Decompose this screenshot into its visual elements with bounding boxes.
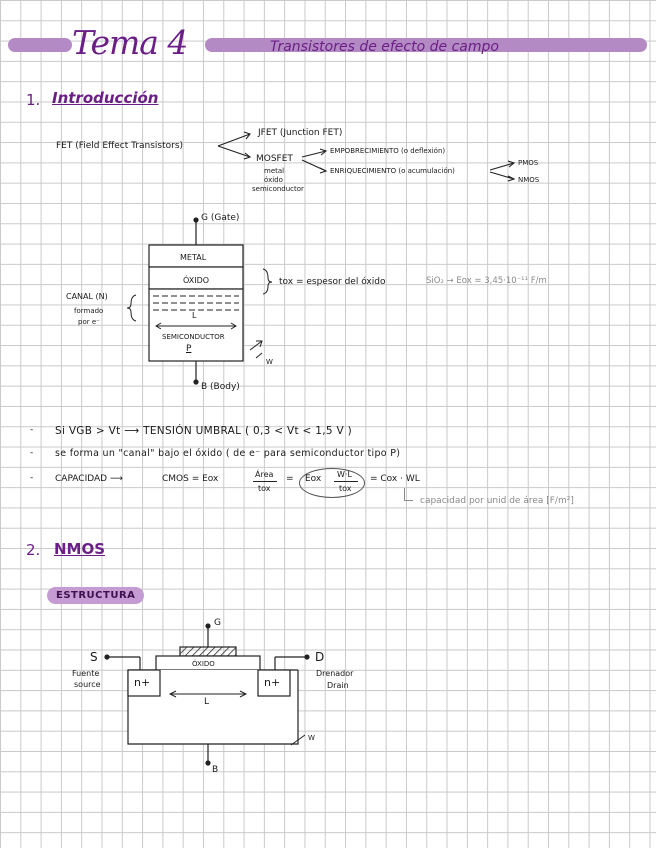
fuente-label: Fuente [72,669,100,678]
wl-denominator: tox [339,484,352,493]
capacidad-note: capacidad por unid de área [F/m²] [420,496,574,506]
page-subtitle: Transistores de efecto de campo [270,39,499,55]
section-2-title: NMOS [54,540,106,558]
page-title: Tema 4 [72,23,188,62]
source-label: source [74,680,101,689]
nmos-label: NMOS [518,176,540,184]
metal-label: METAL [180,253,207,262]
title-band-right [205,38,647,52]
nmos-source-label: S [90,650,98,664]
nmos-width-label: W [308,734,315,742]
eox-circle [299,468,365,498]
nmos-body-label: B [212,765,219,775]
cmos-formula: CMOS = Eox [162,474,219,484]
gate-label: G (Gate) [201,213,240,223]
fet-label: FET (Field Effect Transistors) [56,141,184,151]
mosfet-note-metal: metal [264,167,285,175]
channel-length-label: L [192,311,197,320]
semiconductor-label: SEMICONDUCTOR [162,333,225,341]
sio2-permittivity: SiO₂ → Eox = 3,45·10⁻¹¹ F/m [426,276,547,286]
canal-label-formado: formado [74,307,104,315]
wl-fraction-bar [334,481,358,482]
mosfet-note-semiconductor: semiconductor [252,185,304,193]
drain-label: Drain [327,681,349,690]
estructura-pill: ESTRUCTURA [47,587,145,604]
canal-label-electrons: por e⁻ [78,318,100,326]
title-band-left [8,38,72,52]
nmos-drain-label: D [315,650,325,664]
nmos-nplus-left: n+ [134,676,151,689]
width-label: W [266,358,273,366]
pmos-label: PMOS [518,159,539,167]
oxido-label: ÓXIDO [183,276,210,285]
eox-term: Eox [305,474,322,484]
nmos-nplus-right: n+ [264,676,281,689]
section-1-title: Introducción [52,89,159,107]
section-2-number: 2. [26,541,41,559]
equals-sign: = [286,474,294,484]
enriquecimiento-label: ENRIQUECIMIENTO (o acumulación) [330,167,455,175]
nmos-oxido-label: ÓXIDO [192,660,215,668]
empobrecimiento-label: EMPOBRECIMIENTO (o deflexión) [330,147,446,155]
bullet-dash-3: - [30,473,34,483]
bullet-dash-1: - [30,425,34,435]
fet-tree-arrows [217,131,516,182]
canal-label: CANAL (N) [66,292,108,301]
p-type-label: P [186,344,192,354]
section-1-number: 1. [26,91,41,109]
area-numerator: Área [255,470,274,479]
body-label: B (Body) [201,382,240,392]
cox-result: = Cox · WL [370,474,420,484]
drenador-label: Drenador [316,669,354,678]
nmos-structure-diagram [104,623,310,766]
jfet-label: JFET (Junction FET) [258,128,343,138]
note-hook [404,488,413,501]
mosfet-label: MOSFET [256,154,293,164]
nmos-gate-label: G [214,618,221,628]
capacidad-label: CAPACIDAD ⟶ [55,474,123,484]
bullet-dash-2: - [30,448,34,458]
tox-definition: tox = espesor del óxido [279,277,386,287]
area-denominator: tox [258,484,271,493]
mos-structure-diagram [126,217,273,385]
wl-numerator: W·L [337,470,352,479]
area-fraction-bar [253,481,277,482]
bullet-threshold: Si VGB > Vt ⟶ TENSIÓN UMBRAL ( 0,3 < Vt … [55,425,352,437]
mosfet-note-oxido: óxido [264,176,283,184]
nmos-channel-length: L [204,697,210,707]
bullet-channel: se forma un "canal" bajo el óxido ( de e… [55,448,401,459]
